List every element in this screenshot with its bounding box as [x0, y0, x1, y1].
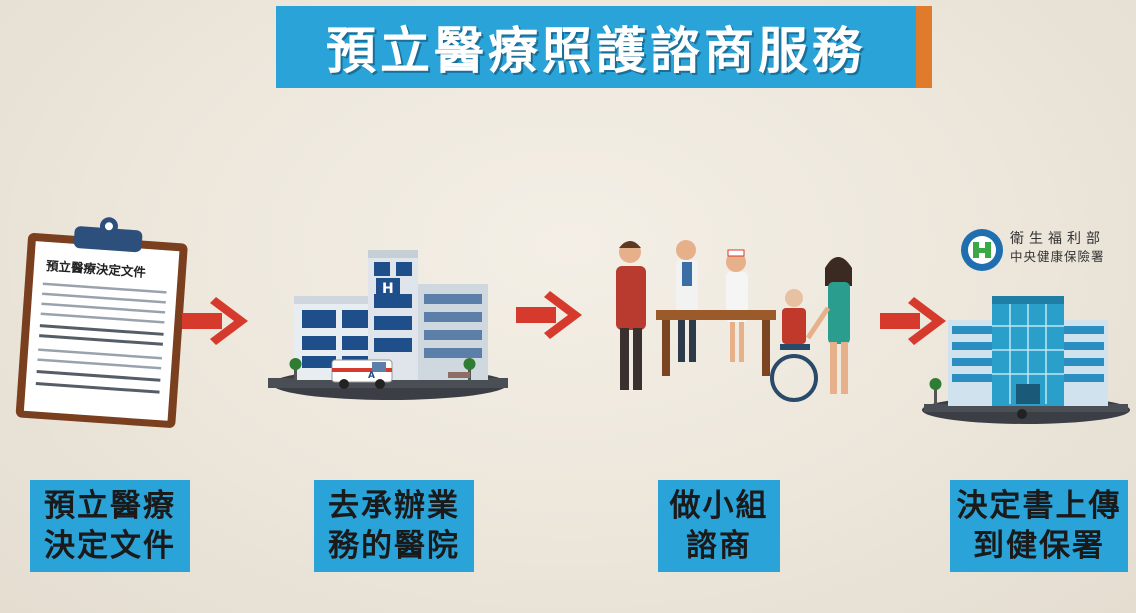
- step-label-1-line2: 決定文件: [44, 528, 176, 564]
- hospital-sign: H: [382, 281, 394, 297]
- consultation-group-icon: [616, 240, 852, 402]
- arrow-right-icon: [880, 297, 946, 345]
- step-label-2-line2: 務的醫院: [328, 528, 460, 564]
- step-label-4-line2: 到健保署: [973, 528, 1105, 564]
- title-banner: 預立醫療照護諮商服務: [276, 6, 932, 88]
- step-label-4: 決定書上傳 到健保署: [950, 480, 1128, 572]
- step-label-3: 做小組 諮商: [658, 480, 780, 572]
- step-label-2: 去承辦業 務的醫院: [314, 480, 474, 572]
- arrow-right-icon: [182, 297, 248, 345]
- document-heading: 預立醫療決定文件: [46, 258, 147, 280]
- title-accent-bar: [912, 6, 932, 88]
- agency-name-line2: 中央健康保險署: [1010, 249, 1105, 264]
- step-label-2-line1: 去承辦業: [328, 488, 460, 524]
- arrow-right-icon: [516, 291, 582, 339]
- step-label-1: 預立醫療 決定文件: [30, 480, 190, 572]
- step-label-3-line1: 做小組: [669, 488, 769, 524]
- nhi-building-icon: [922, 296, 1130, 424]
- page-title: 預立醫療照護諮商服務: [276, 6, 916, 88]
- agency-name-line1: 衛生福利部: [1010, 231, 1105, 247]
- step-label-3-line2: 諮商: [686, 528, 752, 564]
- nhi-logo-icon: [961, 229, 1003, 271]
- agency-name: 衛生福利部 中央健康保險署: [1010, 230, 1105, 266]
- step-label-1-line1: 預立醫療: [44, 488, 176, 524]
- clipboard-document-icon: 預立醫療決定文件: [15, 217, 188, 428]
- hospital-building-icon: H A: [268, 250, 508, 400]
- step-label-4-line1: 決定書上傳: [956, 488, 1122, 524]
- agency-logo: 衛生福利部 中央健康保險署: [960, 226, 1136, 276]
- ambulance-sign: A: [368, 371, 375, 381]
